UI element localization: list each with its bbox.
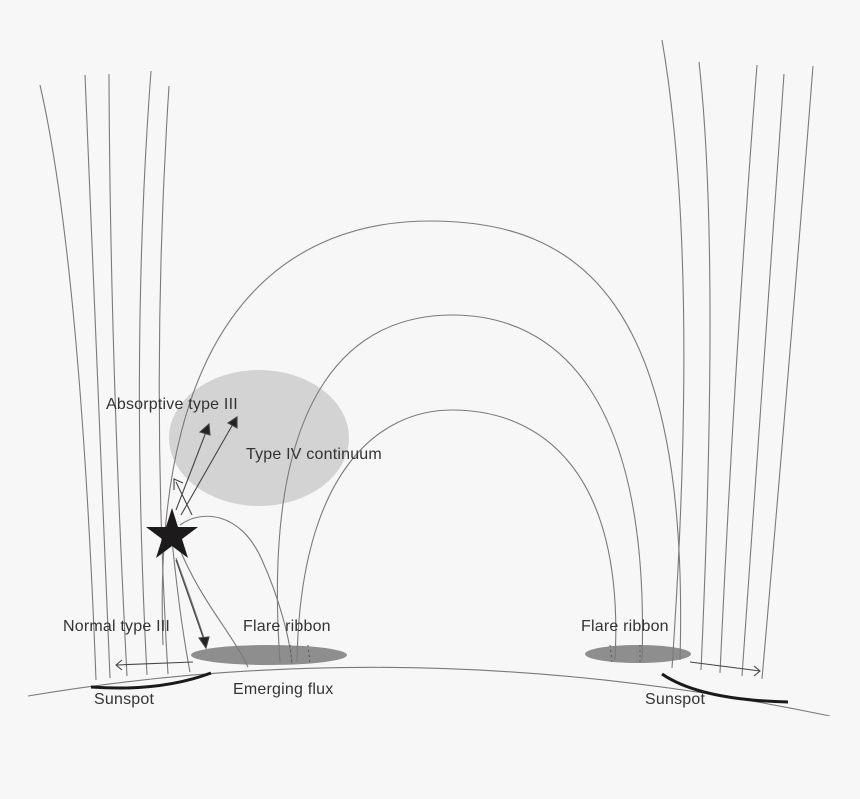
cropped-area (0, 716, 860, 799)
loop-inner (296, 409, 617, 663)
field-line-left-3 (108, 73, 128, 677)
loop-middle (276, 314, 644, 663)
arrow-absorptive-1 (175, 431, 207, 511)
field-line-right-4 (741, 73, 785, 677)
arrow-up-short (175, 481, 193, 516)
label-normal-type-iii: Normal type III (63, 618, 171, 635)
label-flare-ribbon-left: Flare ribbon (243, 618, 331, 635)
field-line-right-5 (761, 65, 814, 680)
star-icon (146, 508, 198, 558)
field-line-right-1 (661, 39, 685, 669)
star-field-line (175, 557, 207, 645)
type-iv-region (169, 370, 349, 506)
sunspot-right (661, 672, 789, 704)
field-line-left-4 (138, 70, 152, 676)
label-emerging-flux: Emerging flux (233, 681, 334, 698)
field-line-left-2 (84, 74, 111, 679)
emerging-loop-2 (177, 544, 249, 668)
flare-ribbon-right (585, 645, 691, 663)
field-line-right-3 (719, 64, 758, 674)
label-flare-ribbon-right: Flare ribbon (581, 618, 669, 635)
sunspot-left (90, 671, 212, 690)
label-sunspot-right: Sunspot (645, 691, 706, 708)
field-line-left-6 (171, 539, 191, 673)
arrow-absorptive-2 (180, 423, 234, 516)
field-line-right-2 (698, 61, 711, 671)
emerging-loop (179, 515, 293, 665)
arrow-normal-type-iii (116, 661, 194, 666)
field-line-left-1 (39, 84, 97, 681)
field-line-left-5 (158, 85, 170, 675)
flare-ribbon-left (191, 645, 347, 665)
label-sunspot-left: Sunspot (94, 691, 155, 708)
arrow-down-ribbon (175, 559, 205, 641)
loop-outer (161, 220, 682, 661)
arrow-right-ribbon (689, 661, 761, 672)
label-absorptive-type-iii: Absorptive type III (106, 396, 238, 413)
label-type-iv-continuum: Type IV continuum (246, 446, 382, 463)
